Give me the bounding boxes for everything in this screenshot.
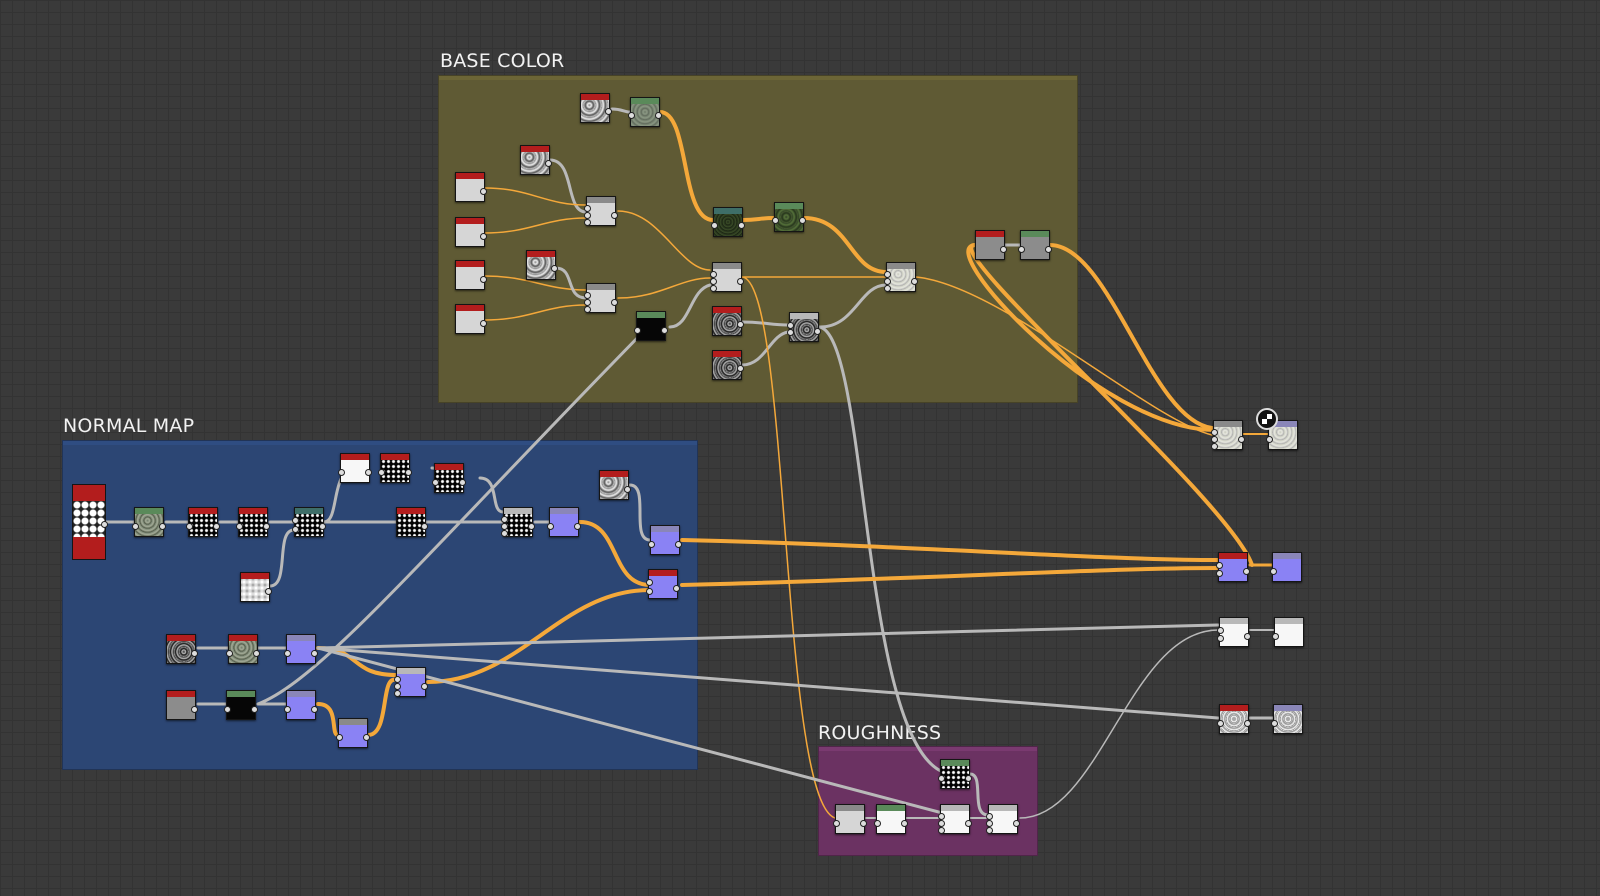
node-bc-noise-5[interactable] [712,350,744,380]
node-output-normal[interactable] [1270,552,1302,582]
node-out-height[interactable] [1217,704,1251,734]
node-nm-dots-6[interactable] [396,507,428,537]
node-bc-moss-1[interactable] [711,207,745,237]
node-bc-uniform-1[interactable] [455,172,487,202]
node-nm-normal-2[interactable] [648,525,682,555]
node-bc-gray-1[interactable] [975,230,1007,260]
node-nm-dots-3[interactable] [292,507,326,537]
node-bc-blend-1[interactable] [584,196,618,226]
node-r-dots[interactable] [938,759,972,789]
node-bc-noise-2[interactable] [520,145,552,175]
node-output-height[interactable] [1271,704,1303,734]
node-nm-dots-5[interactable] [432,463,466,493]
node-nm-dots-4[interactable] [378,453,412,483]
node-nm-white[interactable] [338,453,372,483]
node-r-blend-1[interactable] [938,804,972,834]
node-bc-noise-4[interactable] [712,306,744,336]
node-bc-blend-2[interactable] [584,283,618,313]
node-nm-black[interactable] [224,690,258,720]
node-nm-dots-blend[interactable] [501,507,535,537]
node-nm-cells-input[interactable] [72,484,108,560]
node-nm-greengray-2[interactable] [226,634,260,664]
node-r-levels[interactable] [874,804,908,834]
node-nm-dots-1[interactable] [186,507,220,537]
node-nm-normal-5[interactable] [336,718,370,748]
node-bc-gray-2[interactable] [1018,230,1052,260]
node-out-normal-blend[interactable] [1216,552,1250,582]
node-bc-noise-1[interactable] [580,93,612,123]
frame-title-base-color: BASE COLOR [440,50,565,72]
node-bc-uniform-4[interactable] [455,304,487,334]
frame-base-color[interactable] [438,75,1078,403]
node-nm-speckle[interactable] [240,572,272,602]
node-bc-black[interactable] [634,311,668,341]
node-bc-blend-final[interactable] [884,262,918,292]
node-nm-normal-blend[interactable] [646,569,680,599]
node-out-roughness-blend[interactable] [1217,617,1251,647]
node-bc-blend-3[interactable] [710,262,744,292]
node-bc-grayg-1[interactable] [628,97,662,127]
checker-preview-icon[interactable] [1256,408,1278,430]
node-r-blend-2[interactable] [986,804,1020,834]
frame-roughness[interactable] [818,746,1038,856]
frame-title-roughness: ROUGHNESS [818,722,942,744]
node-bc-moss-2[interactable] [772,202,806,232]
node-nm-noise-1[interactable] [599,470,631,500]
node-r-uniform[interactable] [833,804,867,834]
node-output-basecolor[interactable] [1266,420,1298,450]
frame-title-normal-map: NORMAL MAP [63,415,195,437]
node-bc-blend-4[interactable] [787,312,821,342]
node-nm-greengray[interactable] [132,507,166,537]
node-nm-dots-2[interactable] [236,507,270,537]
node-bc-uniform-3[interactable] [455,260,487,290]
node-bc-noise-3[interactable] [526,250,558,280]
node-nm-normal-blend-2[interactable] [394,667,428,697]
node-nm-normal-1[interactable] [547,507,581,537]
node-nm-noise-2[interactable] [166,634,198,664]
node-out-basecolor[interactable] [1211,420,1245,450]
node-nm-normal-4[interactable] [284,690,318,720]
node-output-roughness[interactable] [1272,617,1304,647]
node-nm-normal-3[interactable] [284,634,318,664]
node-nm-gray[interactable] [166,690,198,720]
node-bc-uniform-2[interactable] [455,217,487,247]
